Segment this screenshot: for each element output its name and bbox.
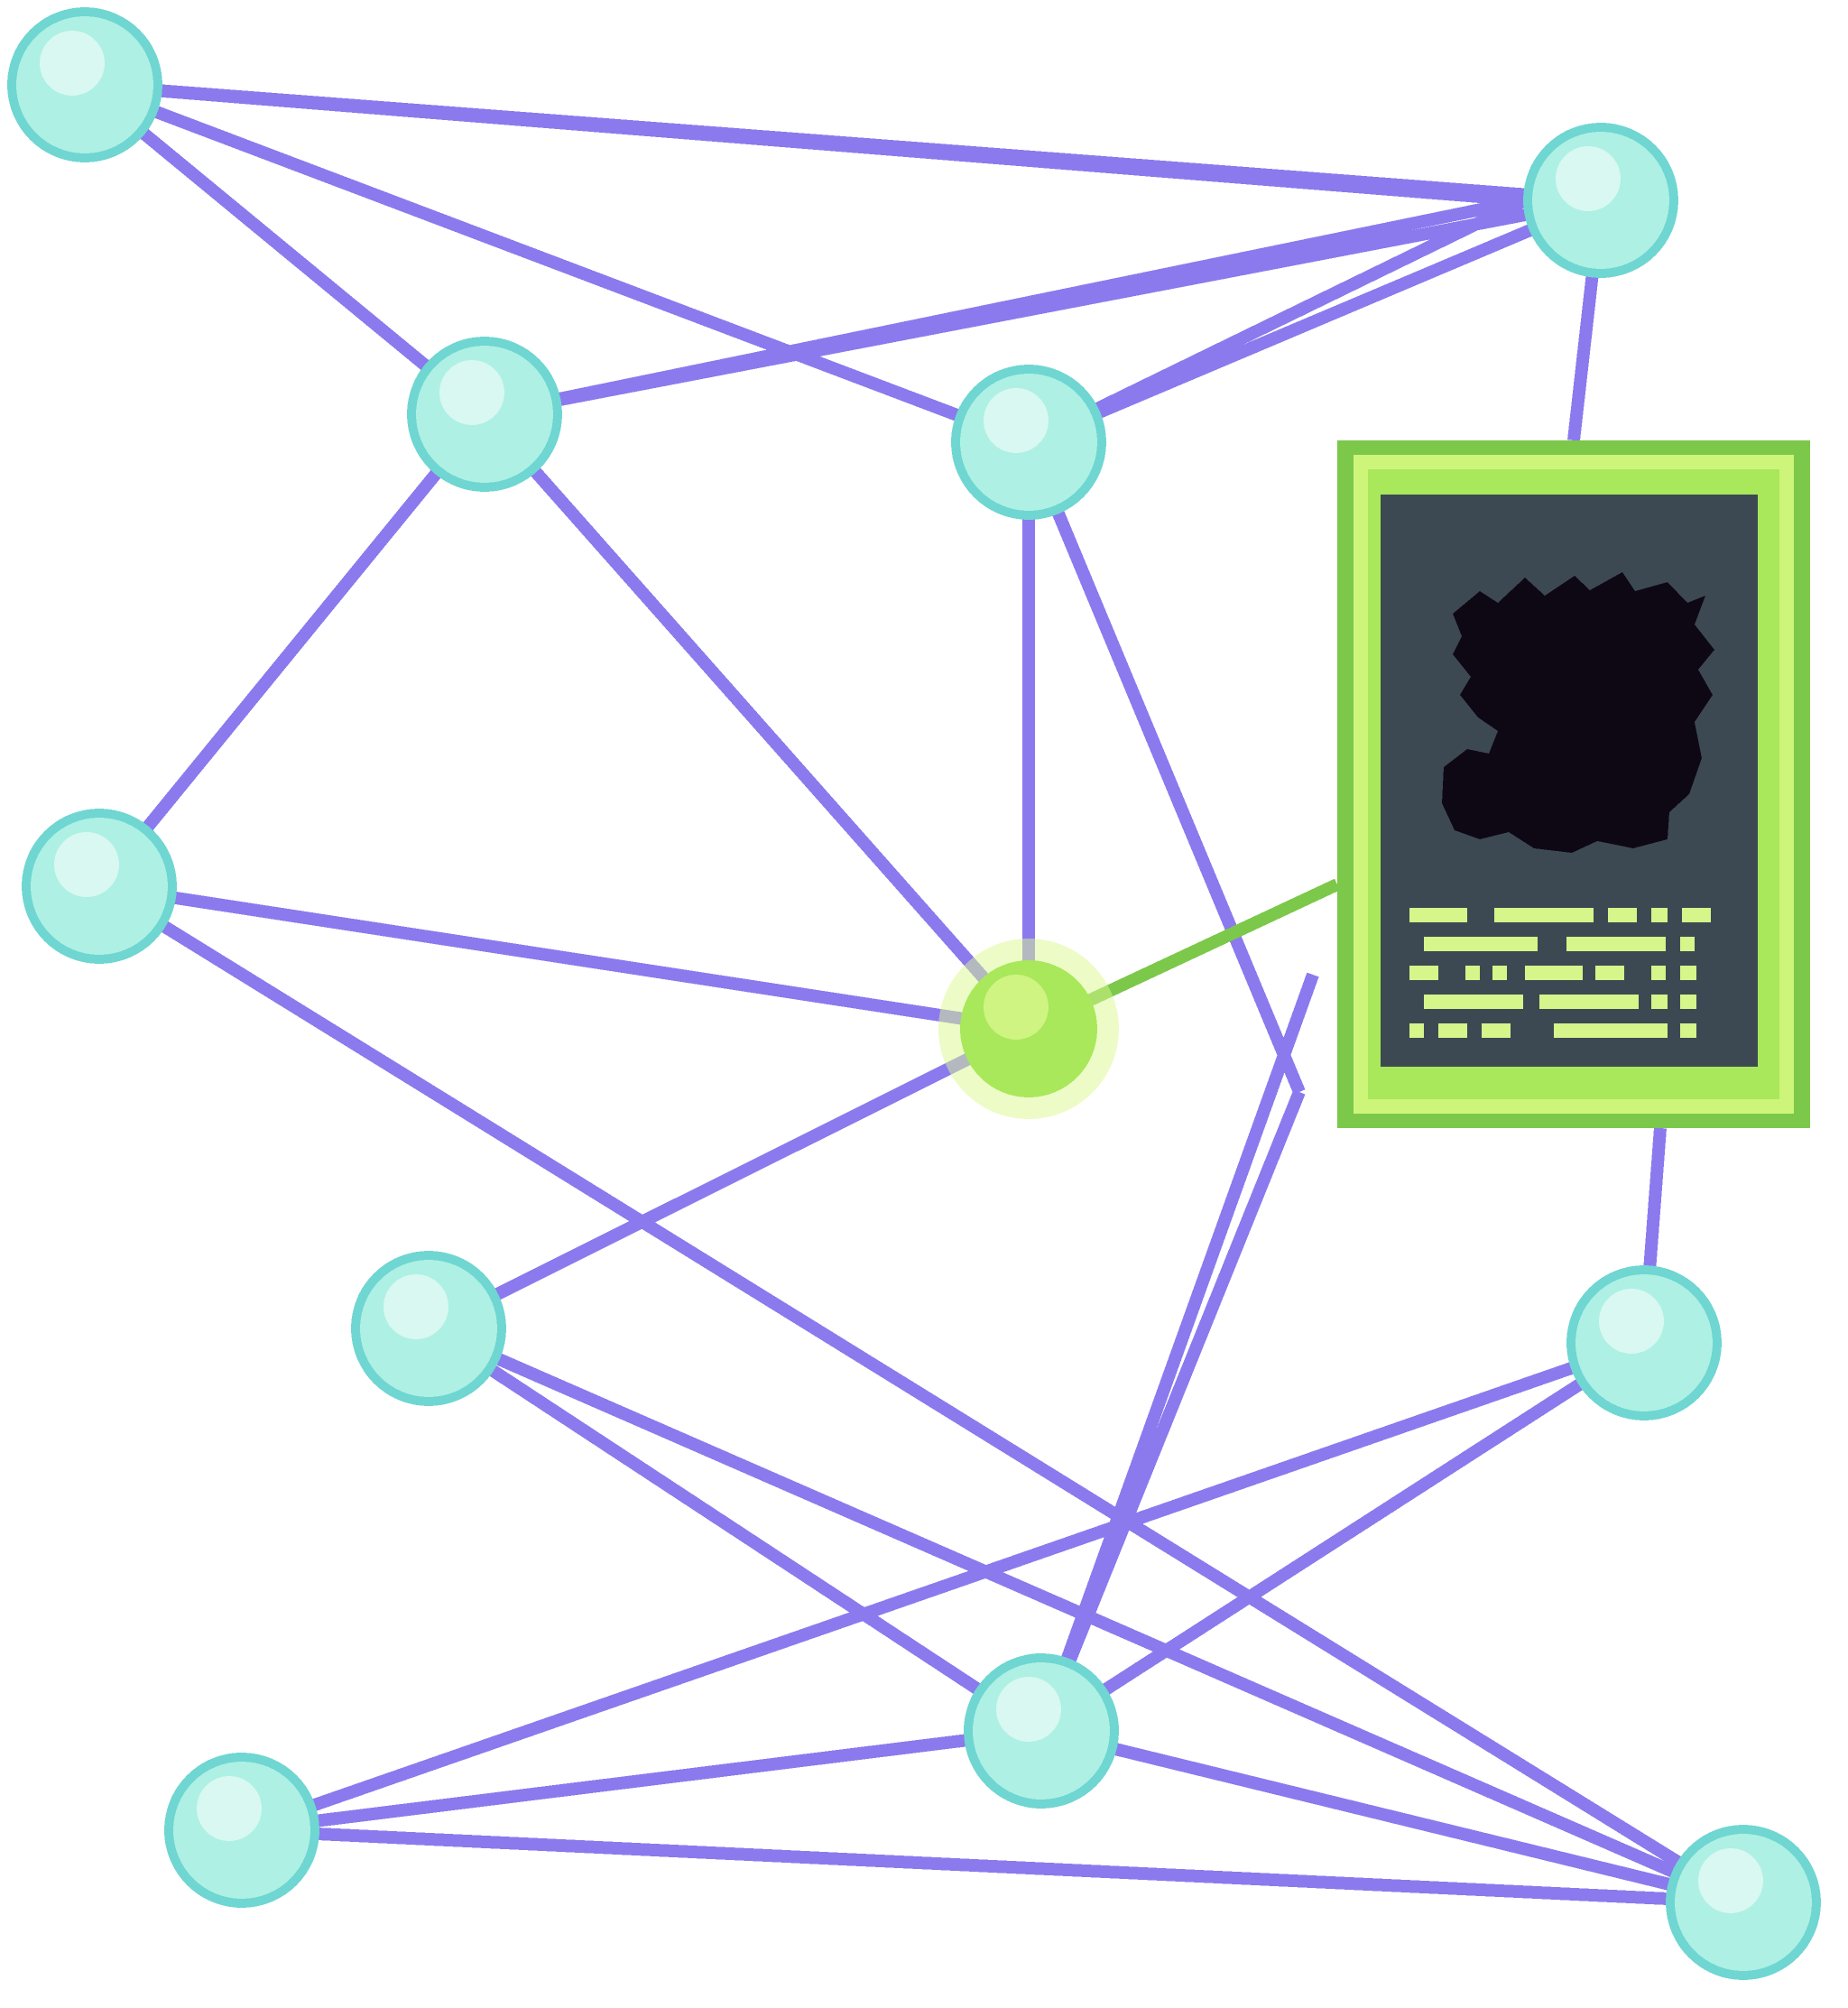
redacted-text-block: [1438, 1023, 1467, 1038]
edge-n5-n11: [96, 881, 1747, 1908]
node-highlight: [54, 832, 119, 897]
redacted-text-block: [1651, 908, 1668, 922]
redacted-text-block: [1680, 937, 1695, 951]
node-highlight: [984, 975, 1049, 1040]
redacted-text-block: [1554, 1023, 1668, 1038]
redacted-text-block: [1566, 937, 1666, 951]
node-highlight: [996, 1677, 1061, 1742]
redacted-text-block: [1680, 995, 1696, 1009]
nodes-layer: [7, 7, 1821, 1980]
redacted-text-block: [1651, 995, 1668, 1009]
graph-node[interactable]: [951, 365, 1106, 520]
graph-node[interactable]: [407, 337, 562, 492]
edge-extra-0: [84, 79, 1526, 207]
graph-node[interactable]: [7, 7, 162, 162]
edge-extra-4: [1038, 1337, 1648, 1736]
graph-node[interactable]: [351, 1251, 506, 1406]
redacted-text-block: [1680, 966, 1696, 980]
graph-node[interactable]: [964, 1653, 1119, 1809]
node-highlight: [1556, 146, 1621, 211]
node-highlight: [1698, 1848, 1763, 1913]
node-highlight: [984, 388, 1049, 453]
edges-layer: [80, 79, 1747, 1909]
redacted-text-block: [1651, 966, 1666, 980]
node-highlight: [40, 31, 105, 96]
edge-n1-n4: [82, 79, 1031, 449]
redacted-text-block: [1409, 908, 1467, 922]
edge-n5-n6: [97, 880, 1030, 1035]
redacted-text-block: [1525, 966, 1583, 980]
edge-extra-3: [239, 1337, 1647, 1837]
node-highlight: [383, 1274, 448, 1339]
edge-extra-1: [483, 194, 1527, 421]
redacted-text-block: [1494, 908, 1594, 922]
redacted-text-block: [1465, 966, 1480, 980]
redacted-text-block: [1608, 908, 1637, 922]
redacted-text-block: [1682, 908, 1711, 922]
redacted-text-block: [1409, 966, 1438, 980]
edge-extra-2: [1025, 194, 1529, 449]
graph-node[interactable]: [164, 1753, 319, 1908]
redacted-text-block: [1424, 937, 1538, 951]
graph-node[interactable]: [1566, 1265, 1722, 1420]
edge-n9-n11: [1040, 1725, 1745, 1909]
card-text-lines: [1409, 908, 1711, 1038]
redacted-text-block: [1409, 1023, 1424, 1038]
node-highlight: [439, 360, 504, 425]
graph-node[interactable]: [1523, 123, 1678, 278]
selected-node[interactable]: [938, 939, 1119, 1119]
redacted-text-block: [1539, 995, 1639, 1009]
redacted-text-block: [1424, 995, 1523, 1009]
hidden-monster-silhouette-icon: [1442, 572, 1714, 853]
edge-n3-n5: [94, 410, 490, 891]
node-highlight: [1599, 1289, 1664, 1354]
redacted-text-block: [1482, 1023, 1511, 1038]
info-card[interactable]: [1337, 440, 1810, 1128]
redacted-text-block: [1595, 966, 1624, 980]
edge-n1-n3: [80, 79, 489, 420]
graph-node[interactable]: [1666, 1825, 1821, 1980]
edge-n10-n11: [241, 1824, 1744, 1909]
edge-n6-n7: [425, 1023, 1032, 1335]
edge-n3-n6: [479, 410, 1034, 1033]
edge-extra-6: [1022, 440, 1306, 1095]
edge-extra-7: [1035, 972, 1319, 1734]
edge-n10-n9: [241, 1725, 1042, 1837]
redacted-text-block: [1492, 966, 1507, 980]
node-highlight: [197, 1776, 262, 1841]
redacted-text-block: [1680, 1023, 1696, 1038]
graph-node[interactable]: [22, 809, 177, 964]
edge-extra-5: [425, 1323, 1045, 1736]
